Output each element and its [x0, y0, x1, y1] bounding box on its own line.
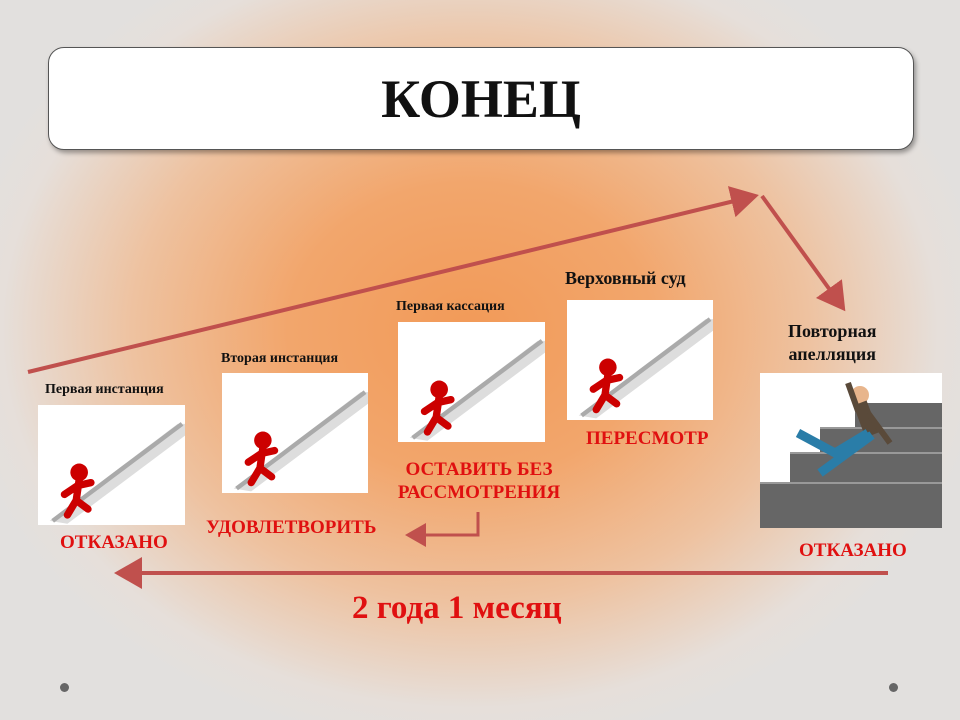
stage-label-supreme-court: Верховный суд: [565, 268, 686, 288]
decor-dot: [60, 683, 69, 692]
stairs-image: [398, 322, 545, 442]
decor-dot: [889, 683, 898, 692]
title-box: КОНЕЦ: [48, 47, 914, 150]
result-repeat-appeal: ОТКАЗАНО: [799, 540, 907, 561]
duration-label: 2 года 1 месяц: [352, 590, 562, 626]
result-first-instance: ОТКАЗАНО: [60, 532, 168, 553]
result-line: РАССМОТРЕНИЯ: [397, 482, 561, 503]
result-second-instance: УДОВЛЕТВОРИТЬ: [206, 517, 377, 538]
return-arrow: [405, 512, 480, 547]
stage-label-first-cassation: Первая кассация: [396, 299, 505, 314]
result-line: ОСТАВИТЬ БЕЗ: [405, 459, 553, 480]
fall-arrow: [760, 194, 846, 312]
stage-label-second-instance: Вторая инстанция: [221, 351, 339, 366]
page-title: КОНЕЦ: [381, 68, 581, 129]
stage-label-first-instance: Первая инстанция: [45, 382, 164, 397]
stage-label-repeat-appeal: Повторная апелляция: [788, 320, 877, 366]
falling-man-image: [760, 373, 942, 528]
stairs-image: [567, 300, 713, 420]
stairs-image: [222, 373, 368, 493]
progress-arrow: [27, 186, 759, 374]
label-line: Повторная: [788, 321, 877, 341]
label-line: апелляция: [788, 344, 877, 364]
result-supreme-court: ПЕРЕСМОТР: [586, 428, 709, 449]
stairs-image: [38, 405, 185, 525]
